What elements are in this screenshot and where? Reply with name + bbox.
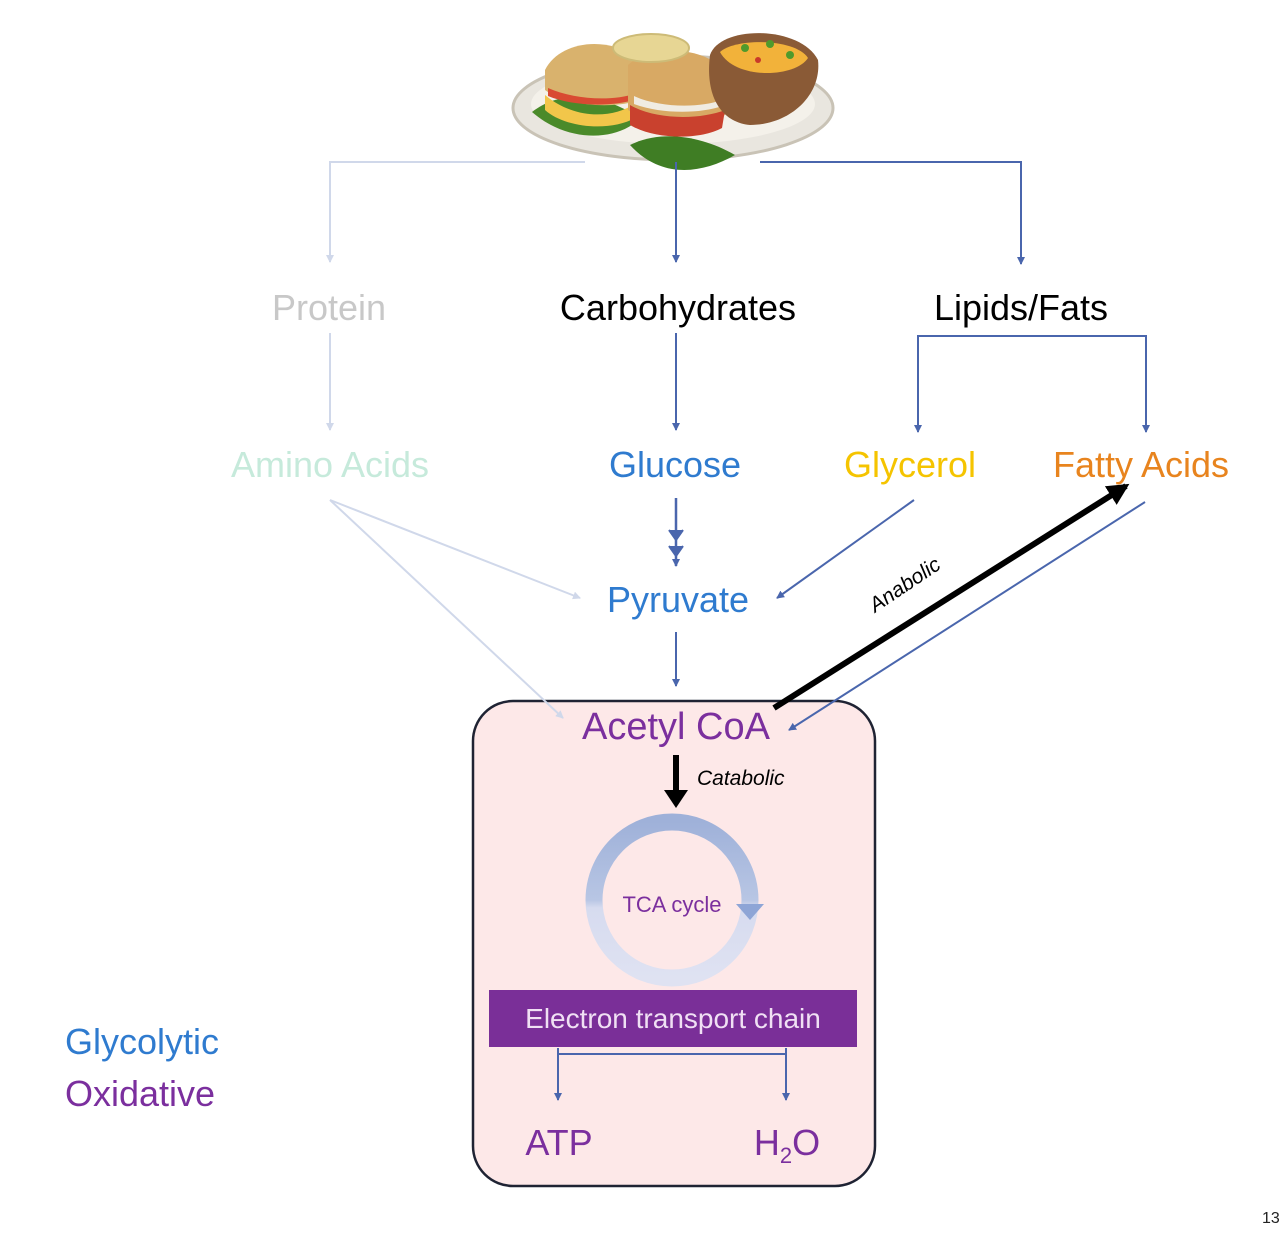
tca-cycle-label: TCA cycle <box>622 892 722 917</box>
pyruvate-label: Pyruvate <box>606 579 750 620</box>
electron-transport-chain-label: Electron transport chain <box>525 1002 821 1034</box>
tca-cycle-ring <box>585 813 759 987</box>
acetyl-coa-label: Acetyl CoA <box>582 706 770 748</box>
electron-transport-chain-bar: Electron transport chain <box>489 990 857 1047</box>
atp-label: ATP <box>525 1122 593 1163</box>
fatty-acids-label: Fatty Acids <box>1052 444 1230 485</box>
glycerol-label: Glycerol <box>843 444 977 485</box>
h2o-h: H <box>753 1122 780 1163</box>
h2o-label: H2O <box>753 1122 821 1167</box>
carbohydrates-label: Carbohydrates <box>559 287 797 328</box>
page-number: 13 <box>1262 1210 1280 1227</box>
protein-label: Protein <box>271 287 387 328</box>
catabolic-label: Catabolic <box>697 767 785 790</box>
legend-glycolytic: Glycolytic <box>65 1021 220 1062</box>
food-plate-image <box>511 33 835 170</box>
lipids-label: Lipids/Fats <box>933 287 1109 328</box>
h2o-subscript: 2 <box>779 1143 793 1168</box>
glucose-label: Glucose <box>608 444 742 485</box>
amino-acids-label: Amino Acids <box>230 444 430 485</box>
h2o-o: O <box>792 1122 821 1163</box>
legend-oxidative: Oxidative <box>65 1073 216 1114</box>
mitochondria-box <box>471 699 877 1188</box>
